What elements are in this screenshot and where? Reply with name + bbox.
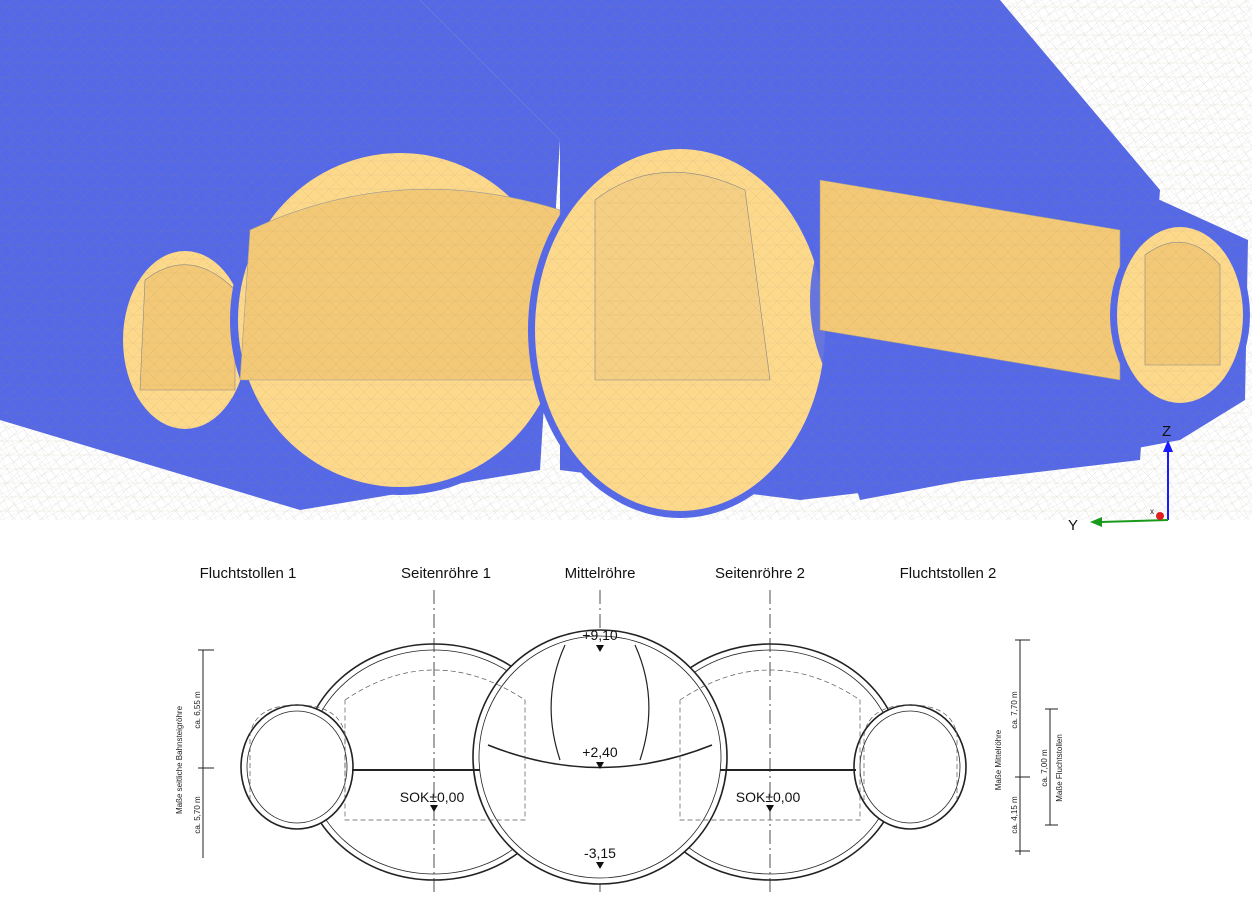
level-sok-left: SOK±0,00: [400, 789, 465, 805]
level-sok-right: SOK±0,00: [736, 789, 801, 805]
cross-section-drawing: Fluchtstollen 1 Seitenröhre 1 Mittelröhr…: [175, 565, 1064, 895]
dim-right-title-mid: Maße Mittelröhre: [994, 729, 1003, 790]
dim-right-upper: ca. 7,70 m: [1010, 691, 1019, 729]
label-mittelroehre: Mittelröhre: [565, 565, 636, 582]
y-axis: [1099, 519, 1169, 523]
level-top: +9,10: [582, 627, 618, 643]
label-seitenroehre-1: Seitenröhre 1: [401, 565, 491, 582]
dim-left-title: Maße seitliche Bahnsteigröhre: [175, 705, 184, 814]
dim-left-upper: ca. 6,55 m: [193, 691, 202, 729]
dim-flucht: ca. 7,00 m: [1040, 749, 1049, 787]
dim-flucht-title: Maße Fluchtstollen: [1055, 734, 1064, 802]
label-seitenroehre-2: Seitenröhre 2: [715, 565, 805, 582]
level-mid: +2,40: [582, 744, 618, 760]
label-fluchtstollen-2: Fluchtstollen 2: [900, 565, 997, 582]
outline-fluchtstollen-1: [240, 704, 354, 830]
z-axis-label: Z: [1162, 423, 1171, 440]
dim-right-lower: ca. 4,15 m: [1010, 796, 1019, 834]
axis-triad: Z Y x: [1068, 423, 1173, 534]
dim-left-lower: ca. 5,70 m: [193, 796, 202, 834]
level-bottom: -3,15: [584, 845, 616, 861]
fe-mesh-render: [0, 0, 1252, 520]
x-axis: [1156, 512, 1164, 520]
outline-fluchtstollen-2: [853, 704, 967, 830]
outline-mittelroehre: [472, 629, 728, 885]
x-axis-label: x: [1150, 507, 1154, 516]
y-axis-label: Y: [1068, 517, 1078, 534]
label-fluchtstollen-1: Fluchtstollen 1: [200, 565, 297, 582]
